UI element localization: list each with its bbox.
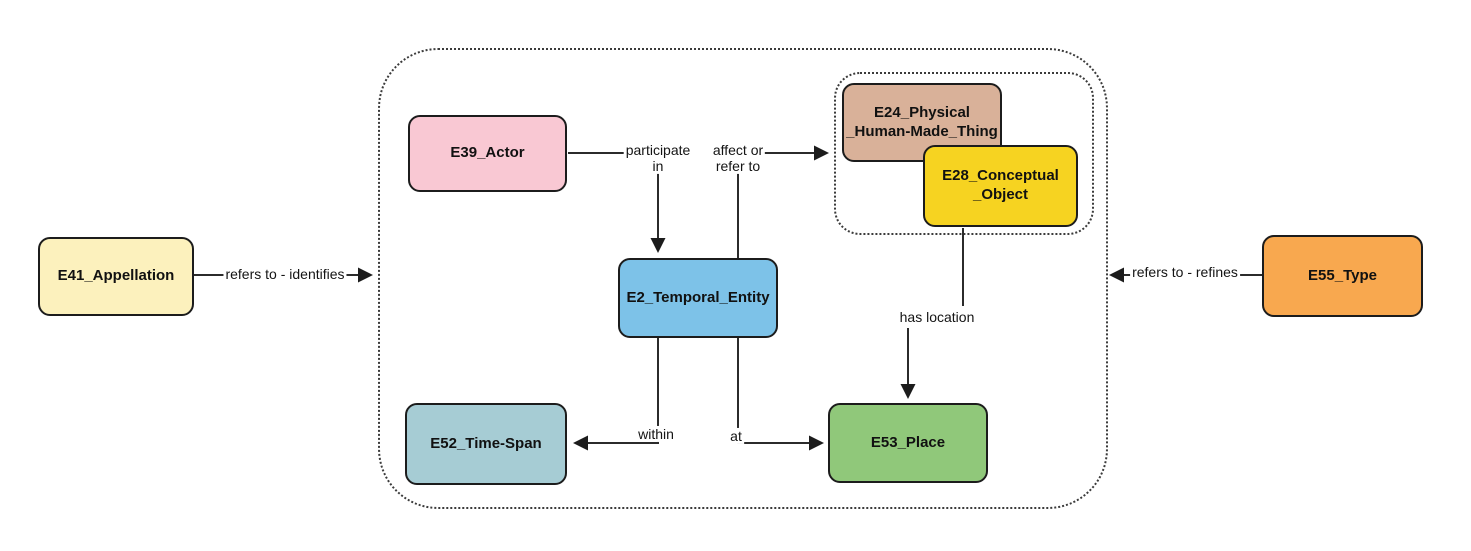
edge-label-within: within [636,425,676,443]
node-e24-label-line2: _Human-Made_Thing [846,122,998,140]
node-e52-time-span: E52_Time-Span [405,403,567,485]
edge-label-affect-or-refer-to: affect or refer to [710,141,766,175]
edge-label-participate-in: participate in [623,141,693,175]
edge-label-affect-line1: affect or [712,141,764,158]
node-e28-conceptual-object: E28_Conceptual _Object [923,145,1078,227]
node-e55-type: E55_Type [1262,235,1423,317]
node-e55-label: E55_Type [1308,266,1377,284]
node-e2-temporal-entity: E2_Temporal_Entity [618,258,778,338]
node-e41-appellation: E41_Appellation [38,237,194,316]
edge-label-refers-to-refines: refers to - refines [1130,263,1240,281]
edge-label-participate-line2: in [652,158,664,174]
node-e53-label: E53_Place [870,433,946,451]
node-e24-label-line1: E24_Physical [874,103,970,121]
edge-label-affect-line2: refer to [715,158,761,174]
edge-label-has-location: has location [897,308,977,326]
node-e39-actor: E39_Actor [408,115,567,192]
node-e41-label: E41_Appellation [57,267,175,285]
node-e28-label-line1: E28_Conceptual [942,167,1059,185]
edge-within [573,338,659,451]
edge-label-at: at [728,427,744,445]
edge-label-participate-line1: participate [625,141,691,158]
node-e28-label-line2: _Object [972,186,1029,203]
dashed-group-main [378,48,1108,509]
node-e2-label: E2_Temporal_Entity [626,288,770,306]
edge-label-refers-to-identifies: refers to - identifies [223,265,347,283]
node-e39-label: E39_Actor [450,144,525,162]
node-e52-label: E52_Time-Span [430,434,542,452]
edge-at [737,338,824,451]
node-e53-place: E53_Place [828,403,988,483]
